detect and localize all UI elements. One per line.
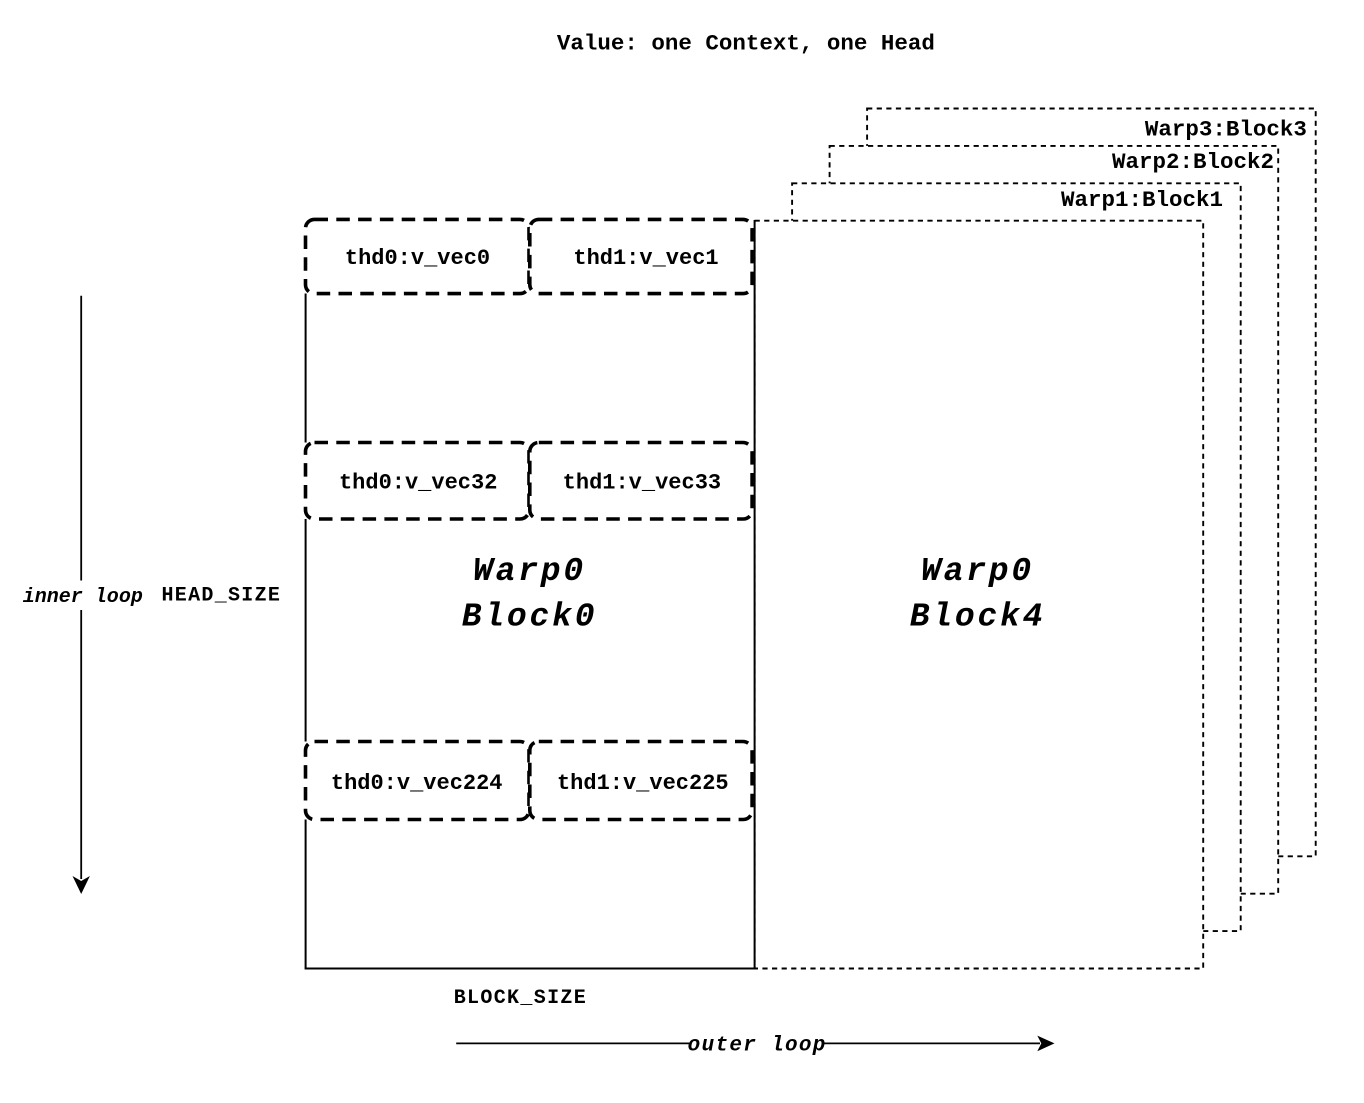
- svg-text:Block0: Block0: [462, 599, 598, 636]
- svg-text:thd0:v_vec32: thd0:v_vec32: [339, 471, 497, 496]
- svg-text:Warp3:Block3: Warp3:Block3: [1145, 117, 1307, 143]
- svg-text:thd1:v_vec1: thd1:v_vec1: [573, 246, 718, 271]
- svg-text:Warp0: Warp0: [921, 553, 1034, 590]
- svg-text:Value: one Context, one Head: Value: one Context, one Head: [557, 30, 935, 56]
- svg-text:BLOCK_SIZE: BLOCK_SIZE: [454, 987, 587, 1010]
- svg-text:Warp0: Warp0: [473, 553, 586, 590]
- svg-text:Warp1:Block1: Warp1:Block1: [1061, 187, 1223, 213]
- svg-text:Block4: Block4: [910, 599, 1046, 636]
- svg-text:thd1:v_vec33: thd1:v_vec33: [563, 471, 721, 496]
- svg-text:Warp2:Block2: Warp2:Block2: [1112, 149, 1274, 175]
- svg-text:outer loop: outer loop: [688, 1035, 827, 1058]
- svg-text:thd1:v_vec225: thd1:v_vec225: [557, 771, 729, 796]
- svg-text:inner loop: inner loop: [23, 586, 143, 609]
- svg-text:HEAD_SIZE: HEAD_SIZE: [162, 585, 282, 608]
- svg-text:thd0:v_vec0: thd0:v_vec0: [345, 246, 490, 271]
- svg-text:thd0:v_vec224: thd0:v_vec224: [331, 771, 503, 796]
